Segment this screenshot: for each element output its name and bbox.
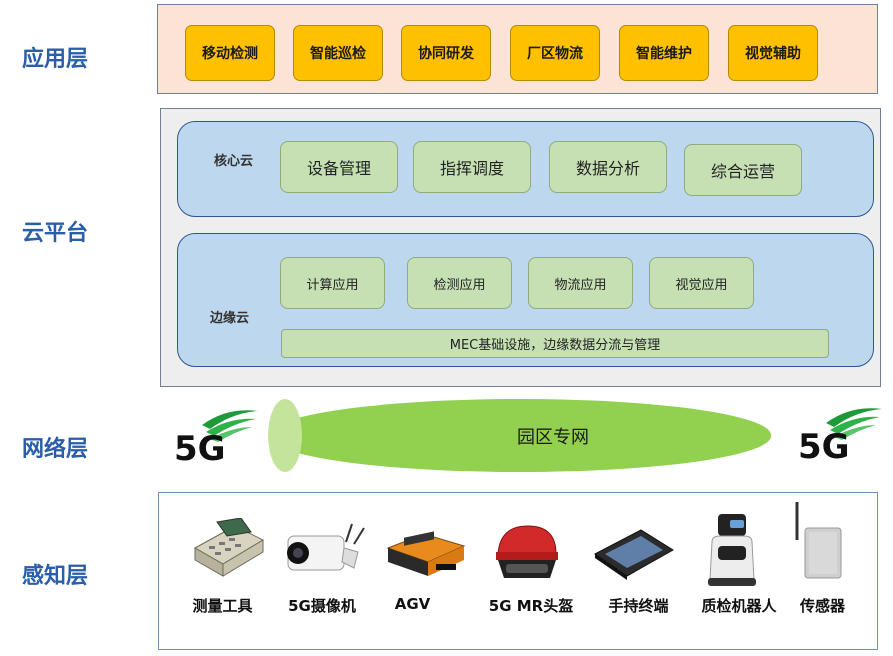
app-item-collaborative-rd: 协同研发 [401, 25, 491, 81]
app-item-mobile-detection: 移动检测 [185, 25, 275, 81]
app-item-factory-logistics: 厂区物流 [510, 25, 600, 81]
5g-camera-icon [287, 523, 365, 571]
5g-logo-right-text: 5G [798, 427, 850, 463]
sensor-icon [795, 502, 842, 579]
edge-cloud-box: 边缘云 计算应用 检测应用 物流应用 视觉应用 MEC基础设施，边缘数据分流与管… [177, 233, 874, 367]
edge-item-logistics: 物流应用 [528, 257, 633, 309]
5g-logo-left-text: 5G [174, 429, 226, 465]
mec-infrastructure-bar: MEC基础设施，边缘数据分流与管理 [281, 329, 829, 358]
edge-cloud-label: 边缘云 [210, 311, 250, 326]
app-item-smart-maintenance: 智能维护 [619, 25, 709, 81]
edge-item-vision: 视觉应用 [649, 257, 754, 309]
device-label-handheld-terminal: 手持终端 [608, 597, 669, 615]
core-item-device-mgmt: 设备管理 [280, 141, 398, 193]
core-item-dispatch: 指挥调度 [413, 141, 531, 193]
core-item-data-analysis: 数据分析 [549, 141, 667, 193]
cloud-platform-panel: 核心云 设备管理 指挥调度 数据分析 综合运营 边缘云 计算应用 检测应用 物流… [160, 108, 881, 387]
measuring-tool-icon [193, 518, 265, 577]
handheld-terminal-icon [594, 529, 674, 580]
device-label-inspection-robot: 质检机器人 [701, 597, 777, 615]
campus-network-pipe [268, 399, 771, 472]
edge-item-compute: 计算应用 [280, 257, 385, 309]
device-label-sensor: 传感器 [799, 597, 845, 615]
layer-label-cloud: 云平台 [22, 221, 89, 246]
layer-label-network: 网络层 [22, 437, 89, 462]
device-label-5g-mr-helmet: 5G MR头盔 [488, 597, 574, 615]
pipe-end-cap [268, 399, 302, 472]
device-label-5g-camera: 5G摄像机 [288, 597, 356, 615]
device-label-measuring-tool: 测量工具 [192, 597, 253, 615]
device-label-agv: AGV [394, 595, 431, 613]
campus-network-label: 园区专网 [517, 426, 589, 448]
5g-logo-left-icon: 5G [174, 410, 258, 465]
core-item-operations: 综合运营 [684, 144, 802, 196]
agv-icon [386, 531, 466, 576]
5g-mr-helmet-icon [496, 525, 558, 578]
5g-logo-right-icon: 5G [798, 408, 882, 463]
edge-item-detection: 检测应用 [407, 257, 512, 309]
app-item-visual-assist: 视觉辅助 [728, 25, 818, 81]
core-cloud-box: 核心云 设备管理 指挥调度 数据分析 综合运营 [177, 121, 874, 217]
core-cloud-label: 核心云 [214, 154, 254, 169]
inspection-robot-icon [708, 514, 756, 586]
app-item-smart-inspection: 智能巡检 [293, 25, 383, 81]
layer-label-application: 应用层 [22, 47, 89, 72]
layer-label-perception: 感知层 [22, 564, 89, 589]
application-layer-panel: 移动检测 智能巡检 协同研发 厂区物流 智能维护 视觉辅助 [157, 4, 878, 94]
